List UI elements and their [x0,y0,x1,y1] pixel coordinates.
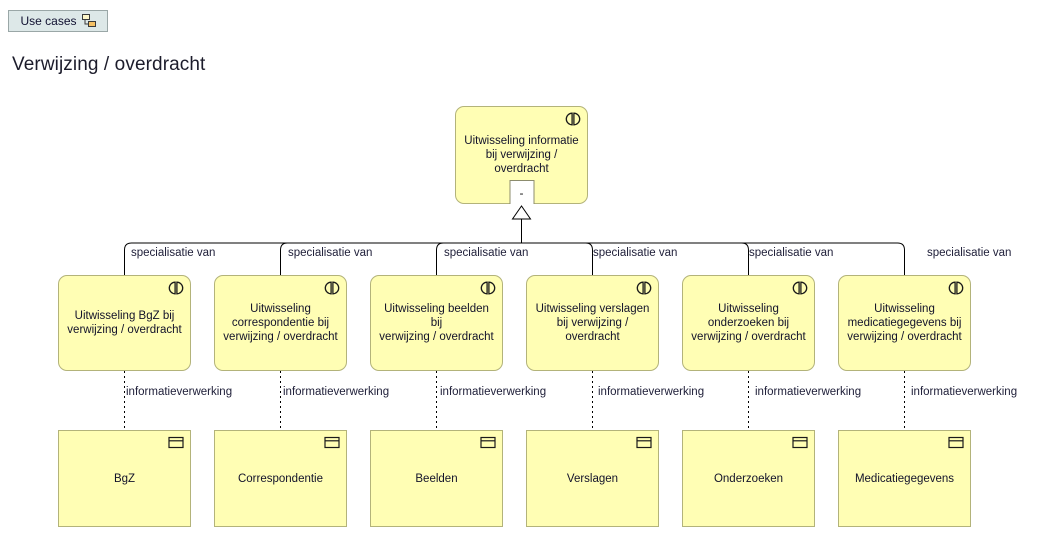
node-onderzoeken[interactable]: Uitwisseling onderzoeken bij verwijzing … [682,275,815,371]
node-obj-beelden[interactable]: Beelden [370,430,503,527]
node-verslagen-label: Uitwisseling verslagen bij verwijzing / … [535,303,650,343]
tab-use-cases[interactable]: Use cases [8,10,108,32]
edge-label-specialisatie-verslagen: specialisatie van [593,247,678,259]
node-obj-bgz-label: BgZ [113,472,136,485]
node-verslagen[interactable]: Uitwisseling verslagen bij verwijzing / … [526,275,659,371]
specialization-branch-correspondentie [280,242,288,275]
edge-label-specialisatie-correspondentie: specialisatie van [288,247,373,259]
node-obj-onderzoeken-label: Onderzoeken [713,472,784,485]
node-correspondentie[interactable]: Uitwisseling correspondentie bij verwijz… [214,275,347,371]
node-root[interactable]: Uitwisseling informatie bij verwijzing /… [455,106,588,204]
node-medicatiegegevens-label: Uitwisseling medicatiegegevens bij verwi… [847,303,962,343]
interaction-icon [792,281,808,295]
node-obj-medicatiegegevens[interactable]: Medicatiegegevens [838,430,971,527]
business-object-icon [948,436,964,450]
edge-label-specialisatie-bgz: specialisatie van [131,247,216,259]
collapse-toggle[interactable]: - [509,180,534,204]
edge-label-informatieverwerking-obj-onderzoeken: informatieverwerking [755,386,862,398]
edge-label-informatieverwerking-obj-medicatiegegevens: informatieverwerking [911,386,1018,398]
business-object-icon [324,436,340,450]
specialization-arrowhead [511,205,532,220]
business-object-icon [168,436,184,450]
interaction-icon [480,281,496,295]
edge-label-informatieverwerking-obj-beelden: informatieverwerking [440,386,547,398]
hierarchy-icon [81,14,96,28]
business-object-icon [792,436,808,450]
node-obj-beelden-label: Beelden [415,472,458,485]
page-title: Verwijzing / overdracht [12,54,206,75]
interaction-icon [636,281,652,295]
specialization-branch-verslagen [585,242,593,275]
specialization-branch-bgz [124,242,132,275]
interaction-icon [168,281,184,295]
specialization-branch-beelden [436,242,444,275]
edge-label-informatieverwerking-obj-verslagen: informatieverwerking [598,386,705,398]
business-object-icon [480,436,496,450]
node-medicatiegegevens[interactable]: Uitwisseling medicatiegegevens bij verwi… [838,275,971,371]
specialization-branch-medicatiegegevens [897,242,905,275]
node-obj-verslagen[interactable]: Verslagen [526,430,659,527]
edge-label-specialisatie-medicatiegegevens: specialisatie van [927,247,1012,259]
node-root-label: Uitwisseling informatie bij verwijzing /… [464,135,579,175]
tab-strip: Use cases [0,0,1041,38]
node-obj-bgz[interactable]: BgZ [58,430,191,527]
node-obj-onderzoeken[interactable]: Onderzoeken [682,430,815,527]
node-beelden-label: Uitwisseling beelden bij verwijzing / ov… [379,303,494,343]
node-obj-medicatiegegevens-label: Medicatiegegevens [854,472,955,485]
edge-label-informatieverwerking-obj-bgz: informatieverwerking [126,386,233,398]
interaction-icon [324,281,340,295]
node-obj-verslagen-label: Verslagen [566,472,619,485]
edge-label-specialisatie-beelden: specialisatie van [444,247,529,259]
interaction-icon [565,112,581,126]
edge-label-informatieverwerking-obj-correspondentie: informatieverwerking [283,386,390,398]
node-bgz[interactable]: Uitwisseling BgZ bij verwijzing / overdr… [58,275,191,371]
business-object-icon [636,436,652,450]
node-obj-correspondentie-label: Correspondentie [237,472,324,485]
interaction-icon [948,281,964,295]
edge-label-specialisatie-onderzoeken: specialisatie van [749,247,834,259]
tab-use-cases-label: Use cases [20,14,77,28]
node-bgz-label: Uitwisseling BgZ bij verwijzing / overdr… [67,310,182,336]
node-correspondentie-label: Uitwisseling correspondentie bij verwijz… [223,303,338,343]
node-beelden[interactable]: Uitwisseling beelden bij verwijzing / ov… [370,275,503,371]
specialization-branch-onderzoeken [741,242,749,275]
node-onderzoeken-label: Uitwisseling onderzoeken bij verwijzing … [691,303,806,343]
node-obj-correspondentie[interactable]: Correspondentie [214,430,347,527]
